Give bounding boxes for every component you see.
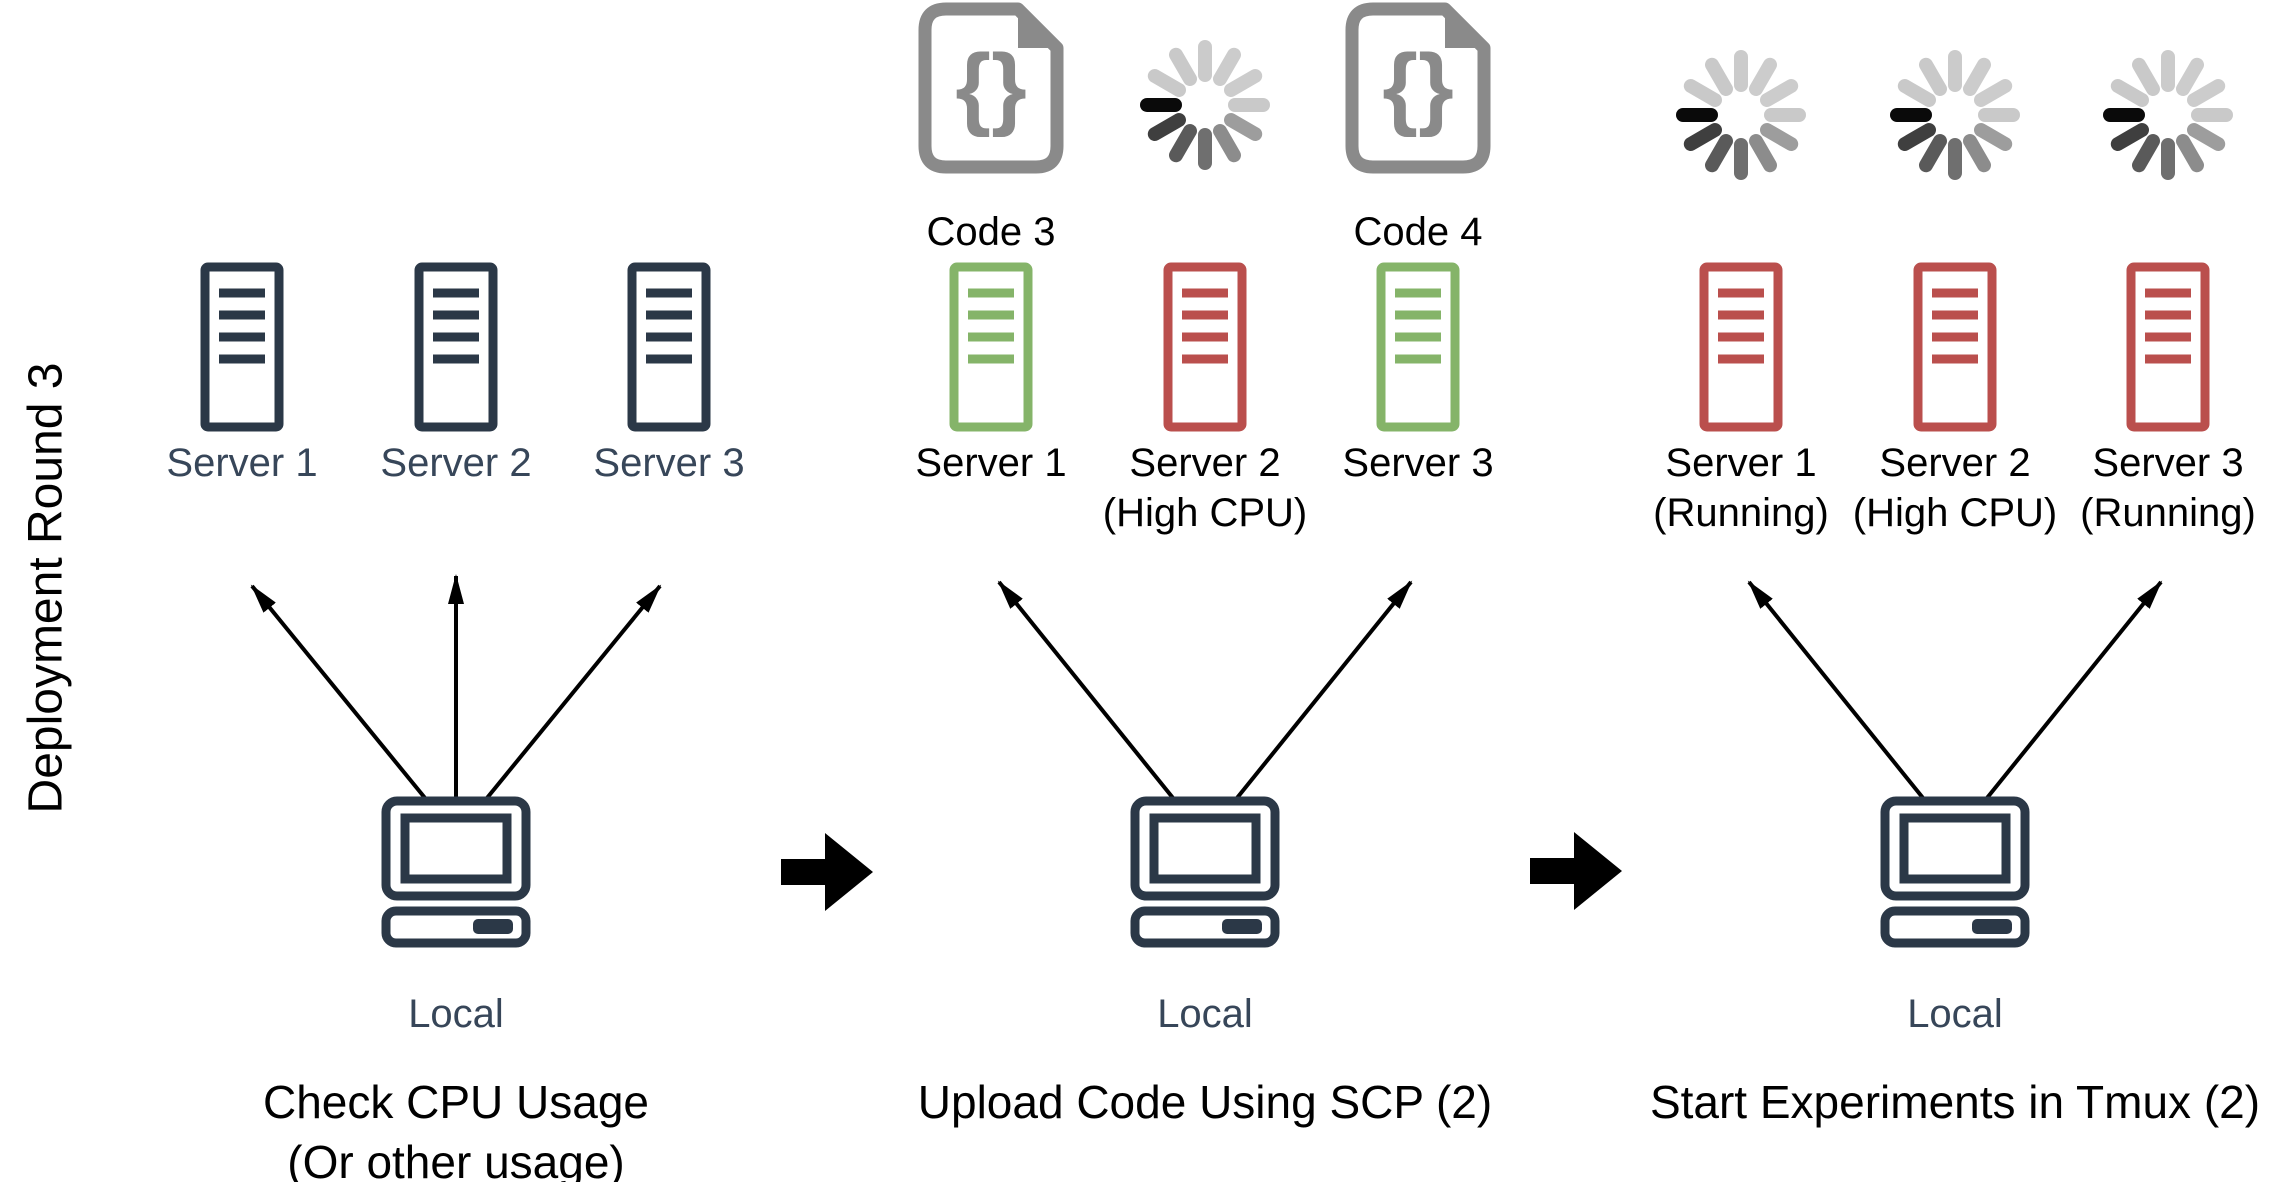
server-icon [2126, 262, 2210, 432]
connection-arrows [997, 580, 1413, 800]
code-file-icon [1345, 2, 1491, 174]
server-icon [627, 262, 711, 432]
server-label-line: Server 3 [2092, 441, 2244, 485]
code-file-label: Code 4 [1353, 210, 1483, 254]
server-label-line: Server 2 [1879, 441, 2031, 485]
server-icon [1376, 262, 1460, 432]
panel-caption: Start Experiments in Tmux (2) [1605, 1072, 2283, 1132]
server-label: Server 1 (Running) [1631, 438, 1851, 538]
server-label-line: Server 1 [1665, 441, 1817, 485]
server-icon [1913, 262, 1997, 432]
server-icon [200, 262, 284, 432]
panel-caption: Upload Code Using SCP (2) [855, 1072, 1555, 1132]
local-computer-icon [381, 795, 531, 950]
server-sublabel: (High CPU) [1102, 491, 1308, 535]
server-sublabel: (High CPU) [1852, 491, 2058, 535]
flow-arrow-icon [781, 833, 873, 911]
server-icon [1163, 262, 1247, 432]
local-label: Local [408, 992, 504, 1036]
flow-arrow-icon [1530, 832, 1622, 910]
server-label: Server 2 (High CPU) [1845, 438, 2065, 538]
server-label: Server 2 (High CPU) [1095, 438, 1315, 538]
server-sublabel: (Running) [1653, 491, 1829, 535]
caption-line-1: Upload Code Using SCP (2) [917, 1076, 1493, 1128]
spinner-icon [2098, 45, 2238, 185]
local-computer-icon [1880, 795, 2030, 950]
row-label: Deployment Round 3 [19, 362, 73, 814]
server-label: Server 2 [380, 441, 532, 485]
server-icon [949, 262, 1033, 432]
server-label-line: Server 2 [1129, 441, 1281, 485]
server-label: Server 3 [593, 441, 745, 485]
local-label: Local [1157, 992, 1253, 1036]
server-icon [1699, 262, 1783, 432]
server-label: Server 1 [166, 441, 318, 485]
code-file-icon [918, 2, 1064, 174]
panel-start-experiments: Server 1 (Running) Server 2 (High CPU) S… [1635, 0, 2275, 1182]
server-icon [414, 262, 498, 432]
server-label-line: Server 3 [1342, 441, 1494, 485]
server-label: Server 3 (Running) [2058, 438, 2278, 538]
connection-arrows [250, 574, 662, 800]
caption-line-2: (Or other usage) [287, 1136, 625, 1182]
panel-upload-code: Code 3 Code 4 Server 1 Server 2 (High CP… [885, 0, 1525, 1182]
server-sublabel: (Running) [2080, 491, 2256, 535]
local-computer-icon [1130, 795, 1280, 950]
panel-caption: Check CPU Usage (Or other usage) [106, 1072, 806, 1182]
server-label: Server 3 [1308, 438, 1528, 488]
connection-arrows [1747, 580, 2163, 800]
caption-line-1: Check CPU Usage [262, 1076, 650, 1128]
caption-line-1: Start Experiments in Tmux (2) [1649, 1076, 2261, 1128]
spinner-icon [1885, 45, 2025, 185]
server-label: Server 1 [881, 438, 1101, 488]
spinner-icon [1671, 45, 1811, 185]
panel-check-cpu: Server 1 Server 2 Server 3 Local Check C… [136, 0, 776, 1182]
server-label-line: Server 1 [915, 441, 1067, 485]
local-label: Local [1907, 992, 2003, 1036]
spinner-icon [1135, 35, 1275, 175]
code-file-label: Code 3 [926, 210, 1056, 254]
